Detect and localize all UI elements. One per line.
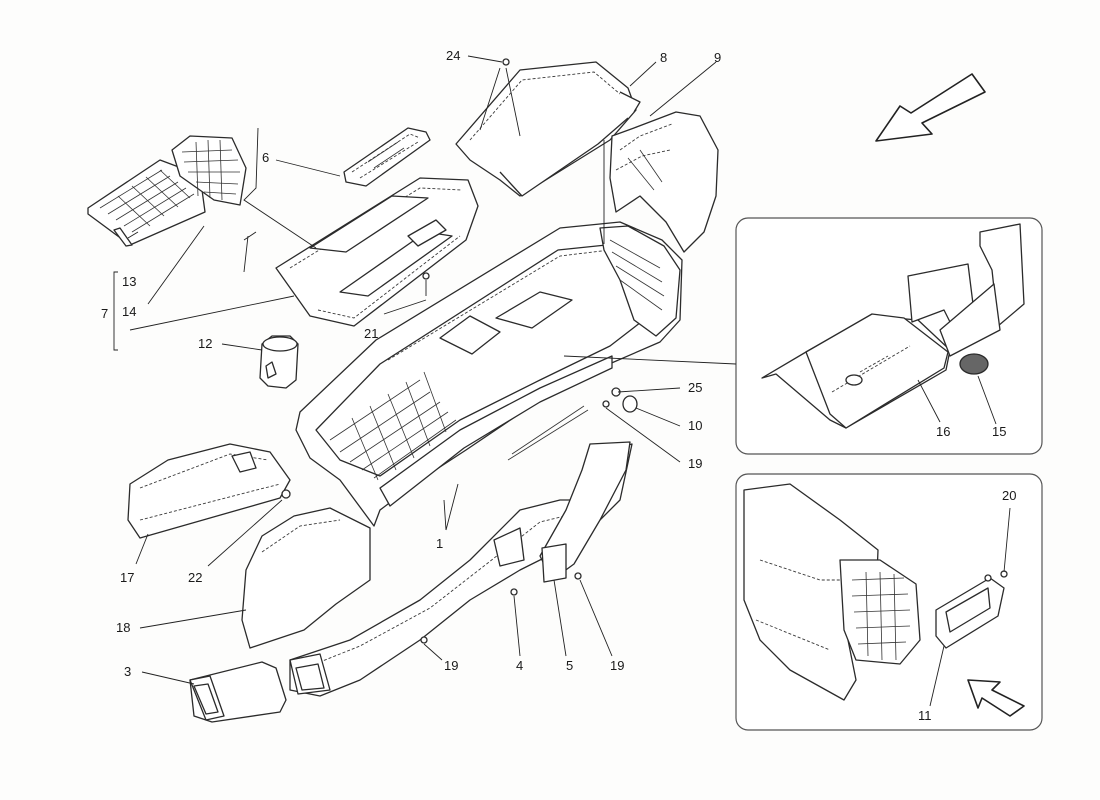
part-1-console-body: [295, 221, 683, 527]
callout-22: 22: [188, 570, 202, 585]
callout-5: 5: [566, 658, 573, 673]
part-14-vent-frame: [171, 135, 247, 206]
callout-19b: 19: [444, 658, 458, 673]
detail-frame-upper: [735, 217, 1043, 455]
callout-4: 4: [516, 658, 523, 673]
callout-6: 6: [262, 150, 269, 165]
part-10-cap: [622, 395, 638, 413]
callout-15: 15: [992, 424, 1006, 439]
callout-18: 18: [116, 620, 130, 635]
callout-10: 10: [688, 418, 702, 433]
part-21-screw: [422, 272, 430, 296]
part-9-rear-cover: [609, 111, 719, 253]
callout-labels: 24 8 9 6 13 14 7 21 12 25 10 19 16 15 1 …: [101, 48, 1016, 723]
part-12-cup-holder: [259, 335, 299, 389]
callout-20: 20: [1002, 488, 1016, 503]
part-22-clip: [281, 489, 291, 499]
part-6-trim-plate: [343, 127, 431, 187]
part-4-air-duct: [289, 443, 633, 697]
part-17-side-trim: [127, 443, 291, 539]
callout-9: 9: [714, 50, 721, 65]
callout-12: 12: [198, 336, 212, 351]
callout-11: 11: [918, 708, 932, 723]
part-8-armrest-lid: [455, 61, 641, 197]
callout-19a: 19: [688, 456, 702, 471]
part-19-screws: [420, 400, 610, 644]
callout-19c: 19: [610, 658, 624, 673]
part-24-screw: [502, 58, 510, 66]
callout-3: 3: [124, 664, 131, 679]
view-direction-arrow-top: [875, 73, 986, 142]
callout-13: 13: [122, 274, 136, 289]
part-13-vent-frame: [87, 159, 206, 247]
detail-frame-lower: [735, 473, 1043, 731]
callout-24: 24: [446, 48, 460, 63]
callout-1: 1: [436, 536, 443, 551]
callout-25: 25: [688, 380, 702, 395]
callout-17: 17: [120, 570, 134, 585]
callout-8: 8: [660, 50, 667, 65]
callout-14: 14: [122, 304, 136, 319]
callout-16: 16: [936, 424, 950, 439]
leader-lines: [113, 55, 1011, 707]
part-5-duct: [493, 441, 631, 583]
part-7-trim-panel: [275, 177, 479, 327]
part-18-duct-cover: [241, 507, 371, 649]
callout-7: 7: [101, 306, 108, 321]
callout-21: 21: [364, 326, 378, 341]
part-3-outlet: [189, 661, 287, 723]
